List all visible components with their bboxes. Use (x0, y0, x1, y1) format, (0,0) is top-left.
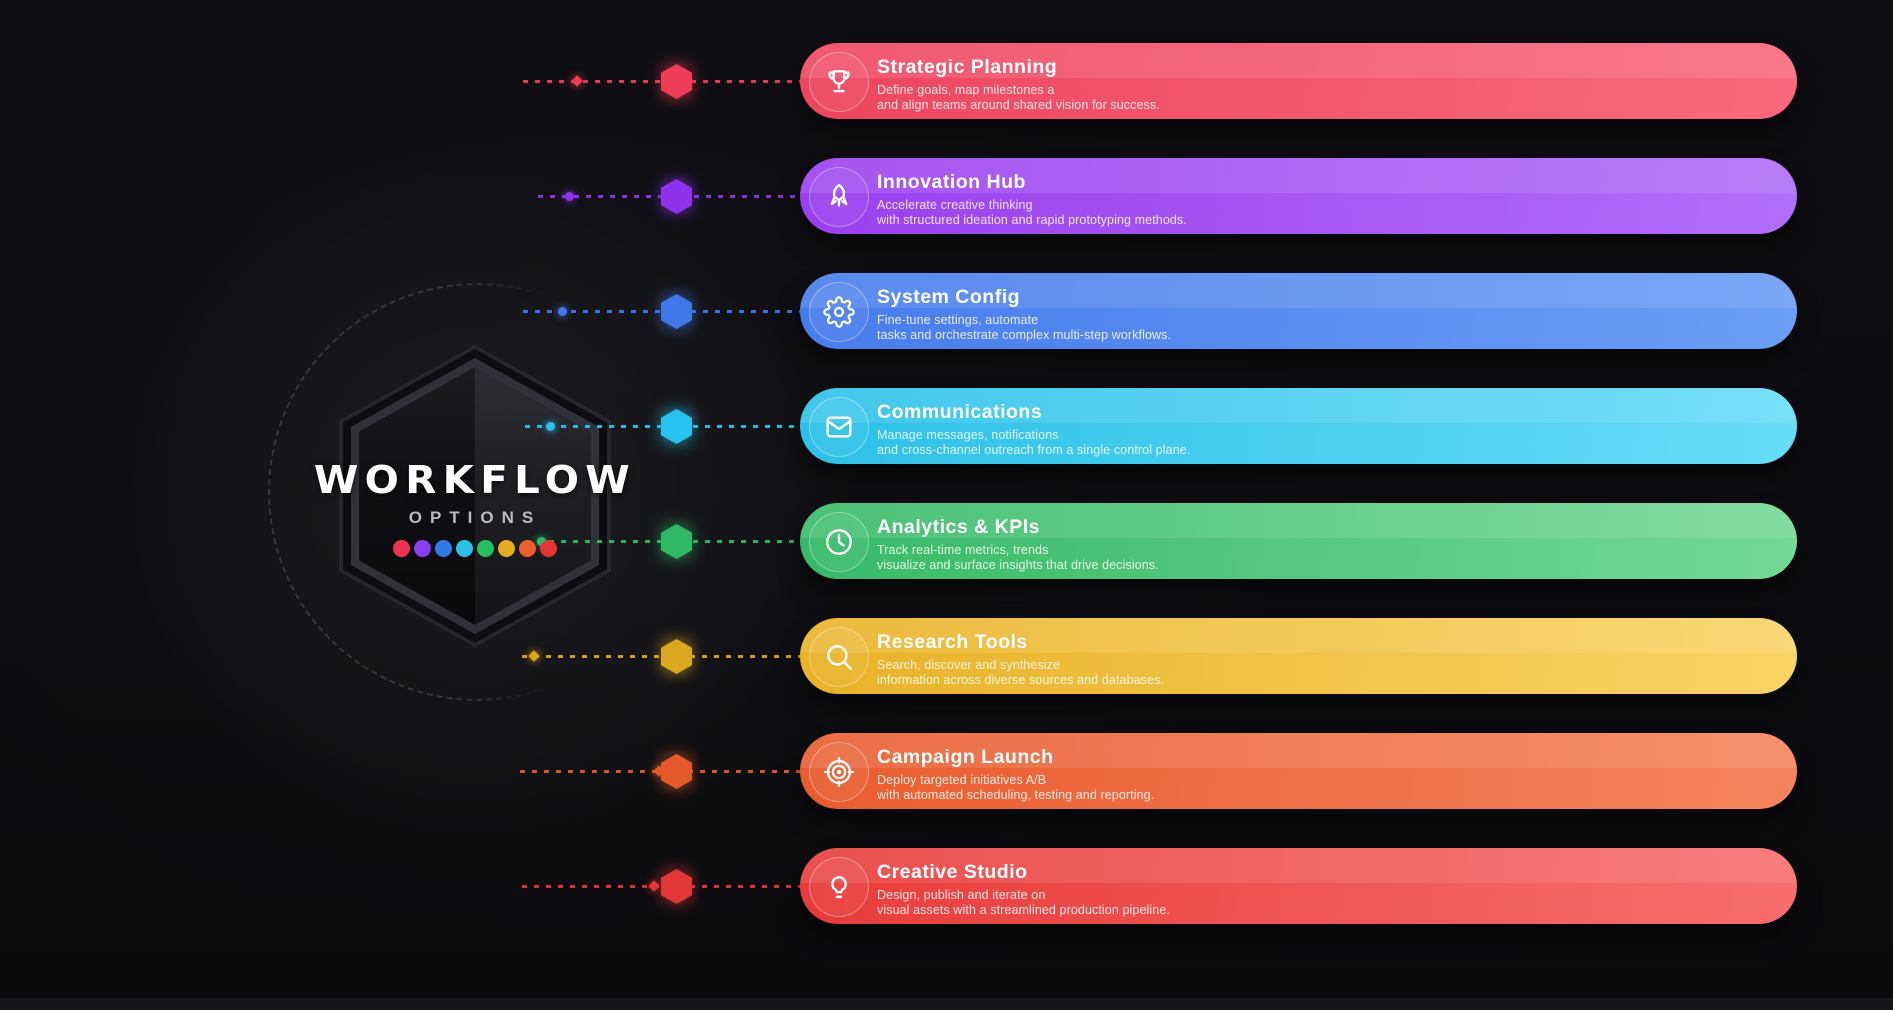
option-title: Analytics & KPIs (877, 516, 1040, 538)
center-color-dots (393, 540, 563, 557)
option-title: Strategic Planning (877, 56, 1058, 78)
gear-icon (809, 282, 869, 342)
rocket-icon (809, 167, 869, 227)
option-title: Innovation Hub (877, 171, 1026, 193)
description-line: with structured ideation and rapid proto… (877, 213, 1187, 227)
workflow-option-bar[interactable]: Campaign Launch Deploy targeted initiati… (800, 733, 1797, 809)
description-line: Deploy targeted initiatives A/B (877, 773, 1047, 787)
center-title: WORKFLOW (313, 458, 637, 502)
connector-hexagon (661, 64, 692, 99)
center-dot (498, 540, 515, 557)
description-line: and cross-channel outreach from a single… (877, 443, 1191, 457)
center-dot (393, 540, 410, 557)
trophy-icon (809, 52, 869, 112)
connector-hexagon (661, 294, 692, 329)
connector-marker-dot (558, 307, 567, 316)
option-title: Campaign Launch (877, 746, 1054, 768)
connector-marker-dot (528, 650, 540, 662)
description-line: Accelerate creative thinking (877, 198, 1033, 212)
description-line: information across diverse sources and d… (877, 673, 1164, 687)
option-title: Creative Studio (877, 861, 1028, 883)
workflow-row: Analytics & KPIs Track real-time metrics… (0, 503, 1893, 579)
clock-icon (809, 512, 869, 572)
description-line: tasks and orchestrate complex multi-step… (877, 328, 1172, 342)
target-icon (809, 742, 869, 802)
center-dot (540, 540, 557, 557)
workflow-row: Innovation Hub Accelerate creative think… (0, 158, 1893, 234)
envelope-icon (809, 397, 869, 457)
center-dot (456, 540, 473, 557)
workflow-row: System Config Fine-tune settings, automa… (0, 273, 1893, 349)
center-subtitle: OPTIONS (408, 508, 542, 527)
description-line: Design, publish and iterate on (877, 888, 1046, 902)
connector-marker-dot (546, 422, 555, 431)
workflow-row: Research Tools Search, discover and synt… (0, 618, 1893, 694)
workflow-option-bar[interactable]: System Config Fine-tune settings, automa… (800, 273, 1797, 349)
workflow-row: Creative Studio Design, publish and iter… (0, 848, 1893, 924)
description-line: Fine-tune settings, automate (877, 313, 1039, 327)
dashed-orbit-circle (268, 283, 686, 701)
center-dot (435, 540, 452, 557)
description-line: visual assets with a streamlined product… (877, 903, 1170, 917)
center-dot (477, 540, 494, 557)
workflow-option-bar[interactable]: Strategic Planning Define goals, map mil… (800, 43, 1797, 119)
description-line: Search, discover and synthesize (877, 658, 1061, 672)
workflow-option-bar[interactable]: Research Tools Search, discover and synt… (800, 618, 1797, 694)
connector-hexagon (661, 409, 692, 444)
description-line: with automated scheduling, testing and r… (877, 788, 1155, 802)
description-line: and align teams around shared vision for… (877, 98, 1160, 112)
workflow-row: Strategic Planning Define goals, map mil… (0, 43, 1893, 119)
bulb-icon (809, 857, 869, 917)
description-line: Define goals, map milestones a (877, 83, 1055, 97)
option-title: Communications (877, 401, 1043, 423)
workflow-option-bar[interactable]: Creative Studio Design, publish and iter… (800, 848, 1797, 924)
description-line: visualize and surface insights that driv… (877, 558, 1159, 572)
option-title: Research Tools (877, 631, 1028, 653)
description-line: Track real-time metrics, trends (877, 543, 1049, 557)
bottom-edge-strip (0, 998, 1893, 1010)
workflow-option-bar[interactable]: Analytics & KPIs Track real-time metrics… (800, 503, 1797, 579)
workflow-row: Communications Manage messages, notifica… (0, 388, 1893, 464)
connector-marker-dot (565, 192, 574, 201)
description-line: Manage messages, notifications (877, 428, 1059, 442)
center-dot (414, 540, 431, 557)
connector-marker-dot (648, 880, 660, 892)
connector-hexagon (661, 179, 692, 214)
option-title: System Config (877, 286, 1021, 308)
workflow-option-bar[interactable]: Innovation Hub Accelerate creative think… (800, 158, 1797, 234)
workflow-option-bar[interactable]: Communications Manage messages, notifica… (800, 388, 1797, 464)
search-icon (809, 627, 869, 687)
connector-marker-dot (571, 75, 583, 87)
workflow-row: Campaign Launch Deploy targeted initiati… (0, 733, 1893, 809)
center-dot (519, 540, 536, 557)
